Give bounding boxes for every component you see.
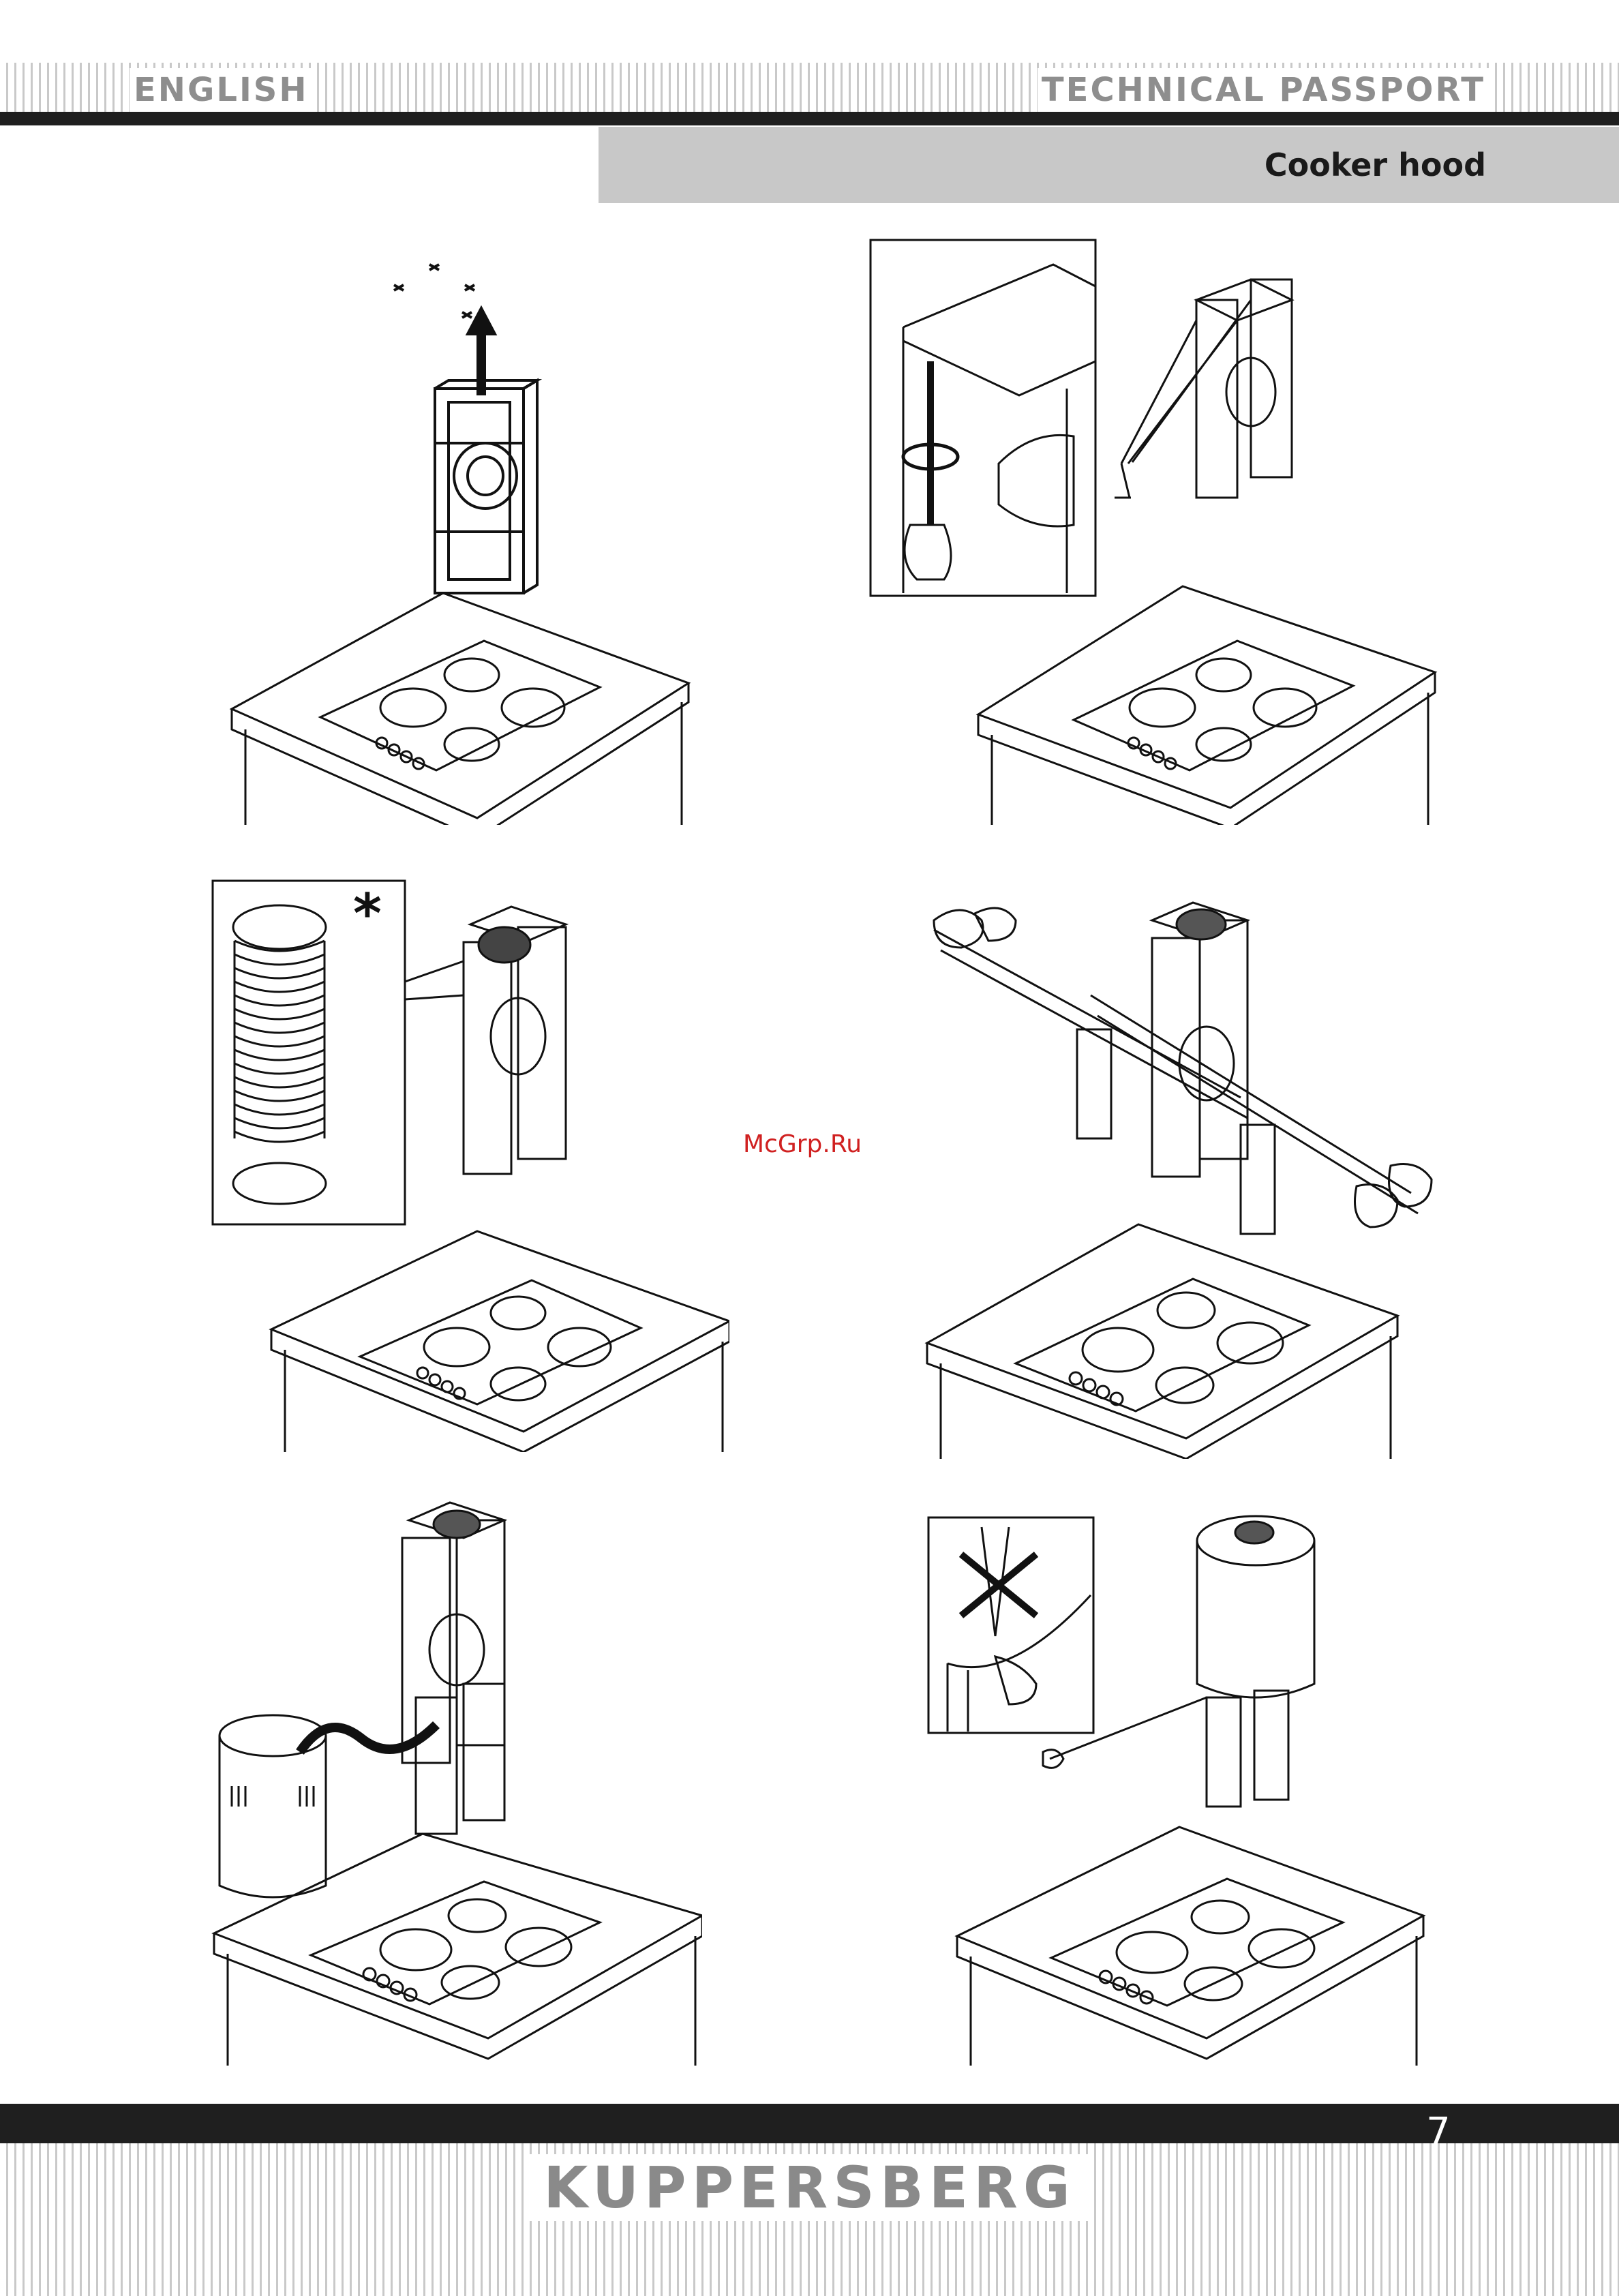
figure-side-brackets-drawing [920,893,1452,1459]
figure-fit-side-brackets [920,893,1452,1459]
watermark: McGrp.Ru [743,1130,862,1158]
footer-rule [0,2104,1619,2143]
subtitle-banner: Cooker hood [599,127,1619,203]
figure-fit-cylinder-cover [927,1500,1445,2066]
figure-connect-duct-to-hood [211,1500,702,2066]
header-language: ENGLISH [130,68,313,112]
brand-logo: KUPPERSBERG [0,2154,1619,2221]
header-document-type: TECHNICAL PASSPORT [1038,68,1489,112]
figure-remove-cover-screws [218,252,709,825]
screw-icon [394,265,474,318]
figure-remove-cover-screws-drawing [218,252,709,825]
svg-text:*: * [353,882,382,946]
brand-name: KUPPERSBERG [530,2154,1089,2221]
duct-coil [234,941,324,1142]
figure-connect-duct-drawing [211,1500,702,2066]
figure-fix-frame-drawing [869,239,1449,825]
figure-cylinder-cover-drawing [927,1500,1445,2066]
header-rule [0,112,1619,125]
subtitle: Cooker hood [1265,127,1486,203]
figure-attach-flexible-duct: * [211,879,729,1452]
figure-fix-frame-to-ceiling [869,239,1449,825]
figure-flexible-duct-drawing: * [211,879,729,1452]
